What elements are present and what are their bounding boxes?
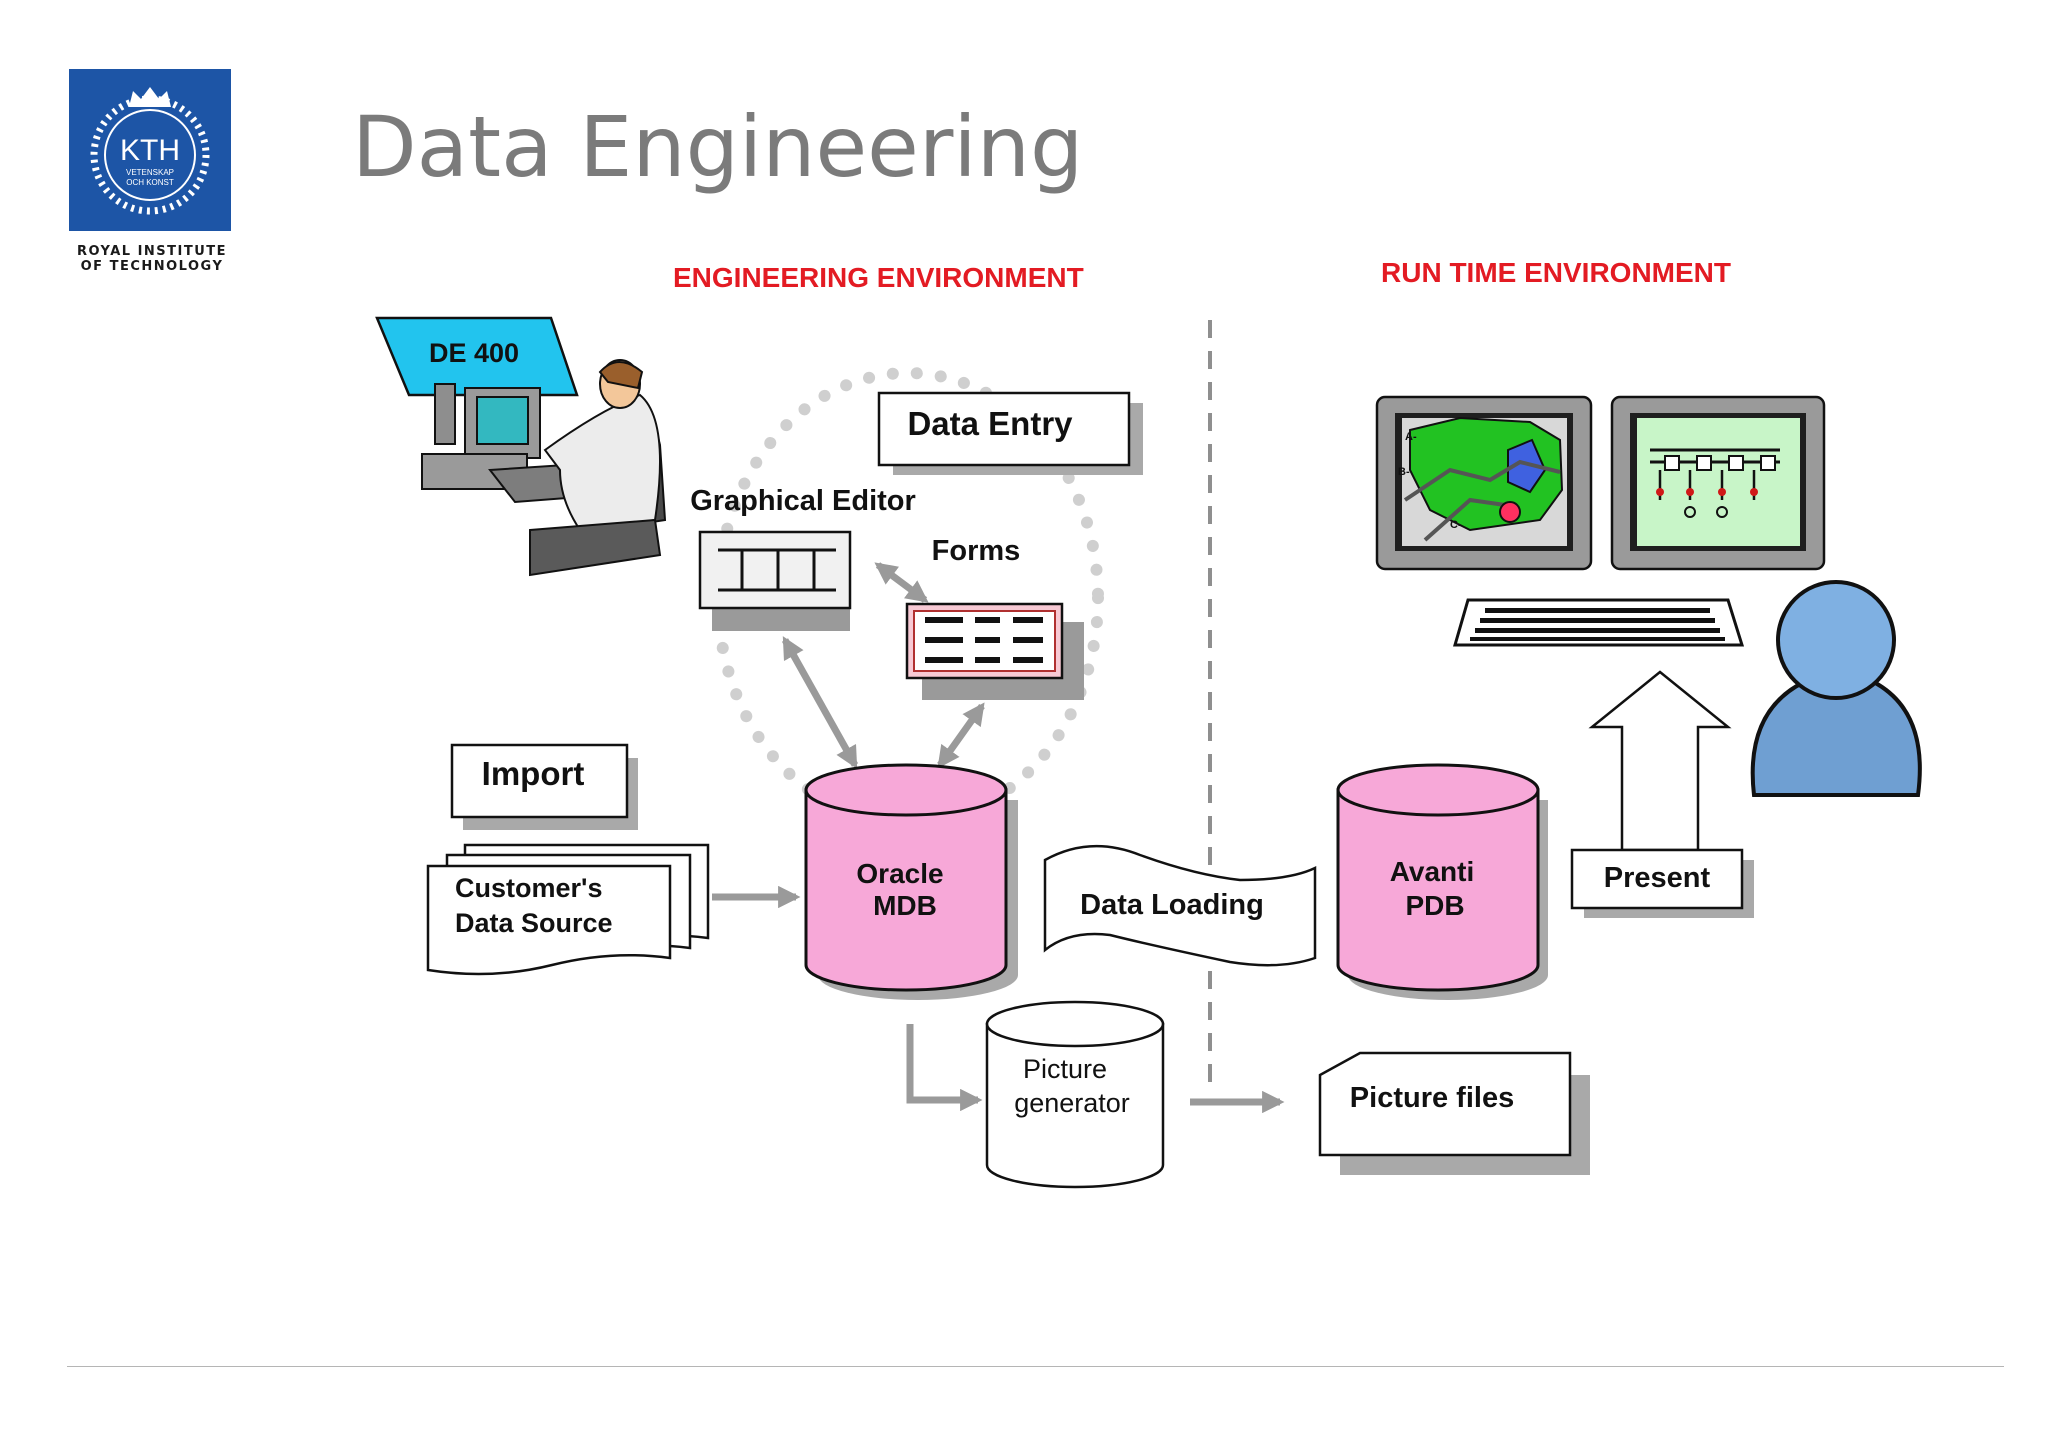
picture-generator-line2: generator xyxy=(1014,1088,1130,1118)
footer-divider xyxy=(67,1366,2004,1367)
editor-oracle-arrow xyxy=(781,636,859,769)
kth-logo: KTH VETENSKAP OCH KONST xyxy=(69,69,231,231)
customer-source-line2: Data Source xyxy=(455,908,613,938)
picture-generator: Picture generator xyxy=(985,1000,1165,1189)
picture-files-box xyxy=(1318,1051,1572,1157)
graphical-editor-icon xyxy=(698,530,852,610)
map-label-c: C- xyxy=(1450,519,1462,531)
oracle-mdb-line1: Oracle xyxy=(856,858,943,889)
map-label-a: A- xyxy=(1405,431,1417,443)
oracle-mdb-database: Oracle MDB xyxy=(804,763,1018,1000)
page-title: Data Engineering xyxy=(352,98,1084,196)
import-box xyxy=(450,743,629,819)
engineer-workstation: DE 400 xyxy=(375,316,667,577)
logo-motto-1: VETENSKAP xyxy=(126,168,174,177)
import-label: Import xyxy=(482,755,585,792)
de400-screen xyxy=(375,316,579,397)
avanti-pdb-line1: Avanti xyxy=(1390,856,1475,887)
picture-files-label: Picture files xyxy=(1350,1082,1514,1114)
data-loading-label: Data Loading xyxy=(1080,889,1264,921)
customer-source-line1: Customer's xyxy=(455,873,602,903)
data-loading-banner xyxy=(1043,844,1317,967)
avanti-pdb-line2: PDB xyxy=(1405,890,1464,921)
operator-keyboard xyxy=(1453,598,1745,647)
forms-label: Forms xyxy=(932,535,1021,567)
oracle-mdb-line2: MDB xyxy=(873,890,937,921)
picture-generator-line1: Picture xyxy=(1023,1054,1107,1084)
present-box xyxy=(1570,848,1744,910)
present-up-arrow xyxy=(1588,670,1732,852)
present-label: Present xyxy=(1604,862,1711,894)
data-entry-box xyxy=(877,391,1131,467)
oracle-to-generator-arrow xyxy=(906,1024,983,1112)
graphical-editor-label: Graphical Editor xyxy=(690,485,916,517)
user-avatar-icon xyxy=(1750,580,1922,797)
logo-subtitle: ROYAL INSTITUTE OF TECHNOLOGY xyxy=(76,244,228,274)
de400-label: DE 400 xyxy=(429,338,519,368)
forms-oracle-arrow xyxy=(937,702,985,769)
logo-motto-2: OCH KONST xyxy=(126,178,174,187)
operator-map-monitor: A- B- C- xyxy=(1375,395,1593,571)
section-runtime-environment: RUN TIME ENVIRONMENT xyxy=(1381,257,1731,288)
logo-monogram: KTH xyxy=(120,134,180,167)
map-label-b: B- xyxy=(1398,466,1410,478)
operator-circuit-monitor xyxy=(1610,395,1826,571)
crown-icon xyxy=(129,87,171,107)
editor-forms-arrow xyxy=(874,562,929,603)
section-engineering-environment: ENGINEERING ENVIRONMENT xyxy=(673,262,1084,293)
avanti-pdb-database: Avanti PDB xyxy=(1336,763,1548,1000)
customer-data-source: Customer's Data Source xyxy=(426,843,710,976)
data-entry-label: Data Entry xyxy=(907,405,1073,442)
